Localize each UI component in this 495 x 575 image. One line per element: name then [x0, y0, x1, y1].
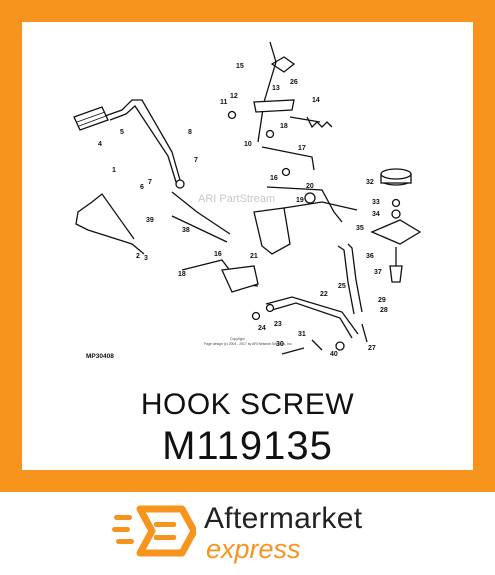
- callout-13: 13: [272, 85, 280, 92]
- callout-5: 5: [120, 129, 124, 136]
- callout-15: 15: [236, 63, 244, 70]
- callout-4: 4: [98, 141, 102, 148]
- throttle-knob-assembly: [370, 168, 422, 283]
- callout-17: 17: [298, 145, 306, 152]
- footer: [0, 492, 495, 575]
- brake-pedal-assembly: [73, 99, 185, 189]
- callout-20: 20: [306, 183, 314, 190]
- copyright-line-2: Page design (c) 2004 - 2017 by ARI Netwo…: [204, 342, 292, 346]
- callout-29: 29: [378, 297, 386, 304]
- callout-22: 22: [320, 291, 328, 298]
- cross-rod: [171, 191, 231, 235]
- copyright-line-1: Copyright: [230, 337, 245, 341]
- callout-23: 23: [274, 321, 282, 328]
- figure-id: MP30408: [86, 353, 114, 360]
- callout-14: 14: [312, 97, 320, 104]
- center-bracket: [253, 186, 358, 255]
- brand-name: Aftermarket: [204, 502, 363, 535]
- express-logo-icon: [112, 505, 196, 557]
- callout-30: 30: [276, 341, 284, 348]
- callout-7a: 7: [148, 179, 152, 186]
- callout-21: 21: [250, 253, 258, 260]
- callout-6: 6: [140, 184, 144, 191]
- callout-24: 24: [258, 325, 266, 332]
- callout-40: 40: [330, 351, 338, 358]
- part-number: M119135: [162, 424, 333, 468]
- callout-32: 32: [366, 179, 374, 186]
- content-panel: ARI PartStream: [22, 22, 473, 470]
- callout-3: 3: [144, 255, 148, 262]
- callout-labels: 1 2 3 4 5 6 7 7 8 10 11 12 13 14 15 16 1…: [98, 63, 388, 358]
- callout-25: 25: [338, 283, 346, 290]
- brand-tagline: express: [206, 534, 301, 564]
- watermark-text: ARI PartStream: [198, 193, 275, 205]
- callout-34: 34: [372, 211, 380, 218]
- lower-linkage: [181, 243, 368, 355]
- callout-18a: 18: [280, 123, 288, 130]
- callout-36: 36: [366, 253, 374, 260]
- callout-1: 1: [112, 167, 116, 174]
- callout-10: 10: [244, 141, 252, 148]
- callout-26: 26: [290, 79, 298, 86]
- callout-35: 35: [356, 225, 364, 232]
- callout-38: 38: [182, 227, 190, 234]
- callout-16a: 16: [270, 175, 278, 182]
- callout-7b: 7: [194, 157, 198, 164]
- top-linkage: [227, 41, 333, 177]
- callout-16b: 16: [214, 251, 222, 258]
- callout-2: 2: [136, 253, 140, 260]
- parts-diagram: ARI PartStream: [73, 41, 422, 360]
- callout-28: 28: [380, 307, 388, 314]
- loop-rod: [75, 193, 145, 255]
- callout-12: 12: [230, 93, 238, 100]
- callout-39: 39: [146, 217, 154, 224]
- callout-27: 27: [368, 345, 376, 352]
- callout-33: 33: [372, 199, 380, 206]
- callout-8: 8: [188, 129, 192, 136]
- part-name: HOOK SCREW: [140, 388, 355, 421]
- callout-37: 37: [374, 269, 382, 276]
- callout-11: 11: [220, 99, 228, 106]
- callout-18b: 18: [178, 271, 186, 278]
- callout-31: 31: [298, 331, 306, 338]
- callout-19: 19: [296, 197, 304, 204]
